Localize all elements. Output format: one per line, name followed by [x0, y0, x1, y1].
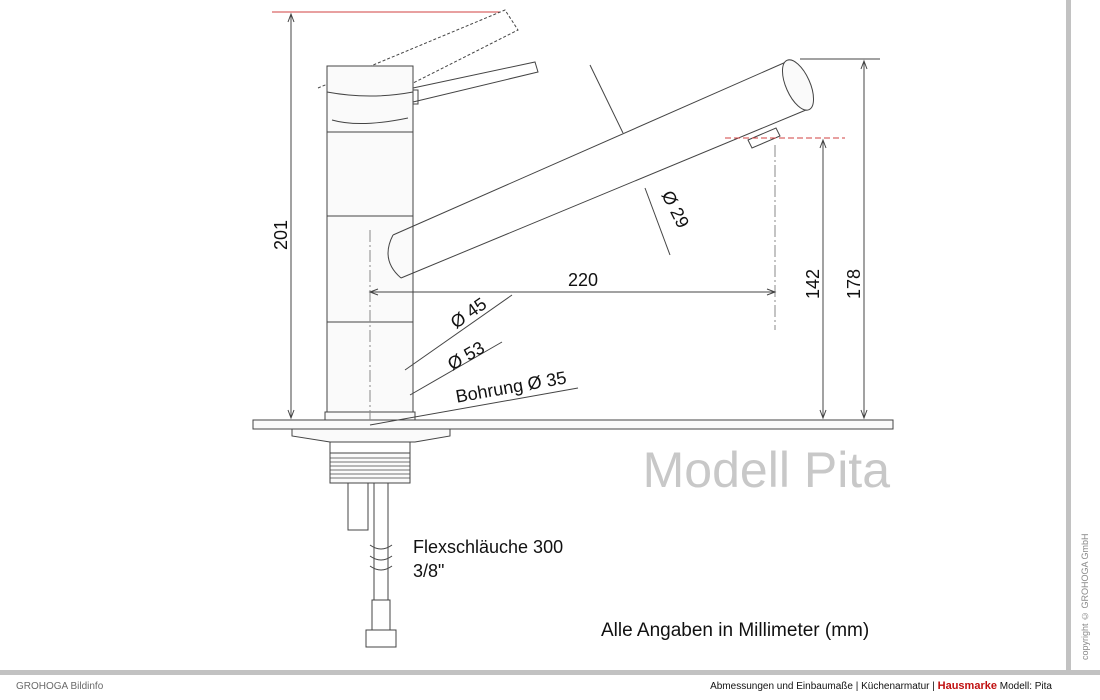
leader-spout-top	[589, 64, 624, 134]
footer-brand: Hausmarke	[937, 680, 997, 692]
arrows-142	[819, 138, 827, 420]
mounting-assembly	[291, 428, 451, 648]
arrows-201	[287, 12, 295, 420]
model-title: Modell Pita	[643, 442, 891, 498]
bottom-border-bar	[0, 670, 1100, 675]
footer-breadcrumb: Abmessungen und Einbaumaße | Küchenarmat…	[710, 681, 938, 692]
lever-alt-position	[317, 9, 519, 121]
leader-d53	[409, 341, 503, 396]
leader-d45	[404, 294, 513, 371]
leader-spout-bottom	[644, 187, 671, 256]
dim-d45-label: Ø 45	[447, 294, 490, 333]
footer-caption: Abmessungen und Einbaumaße | Küchenarmat…	[710, 680, 1052, 692]
dim-178-label: 178	[844, 269, 864, 299]
dim-d29-label: Ø 29	[658, 187, 694, 231]
arrows-178	[860, 59, 868, 420]
dim-d53-label: Ø 53	[444, 337, 488, 374]
spout	[387, 59, 815, 279]
dim-142-label: 142	[803, 269, 823, 299]
footer-model: Modell: Pita	[996, 681, 1052, 692]
hoses-label: Flexschläuche 300	[413, 537, 563, 557]
dim-220-label: 220	[568, 270, 598, 290]
deck-plate	[252, 419, 894, 430]
dim-bohrung-label: Bohrung Ø 35	[454, 368, 568, 407]
arrows-220	[368, 288, 777, 296]
right-border-bar	[1066, 0, 1071, 670]
units-note: Alle Angaben in Millimeter (mm)	[601, 620, 869, 641]
dim-201-label: 201	[271, 220, 291, 250]
footer-site-label: GROHOGA Bildinfo	[16, 681, 104, 692]
lever-handle	[412, 61, 539, 105]
hoses-size-label: 3/8"	[413, 561, 444, 581]
copyright-note: copyright © GROHOGA GmbH	[1080, 533, 1090, 660]
center-lines	[369, 145, 776, 420]
leader-bohrung	[369, 387, 579, 426]
